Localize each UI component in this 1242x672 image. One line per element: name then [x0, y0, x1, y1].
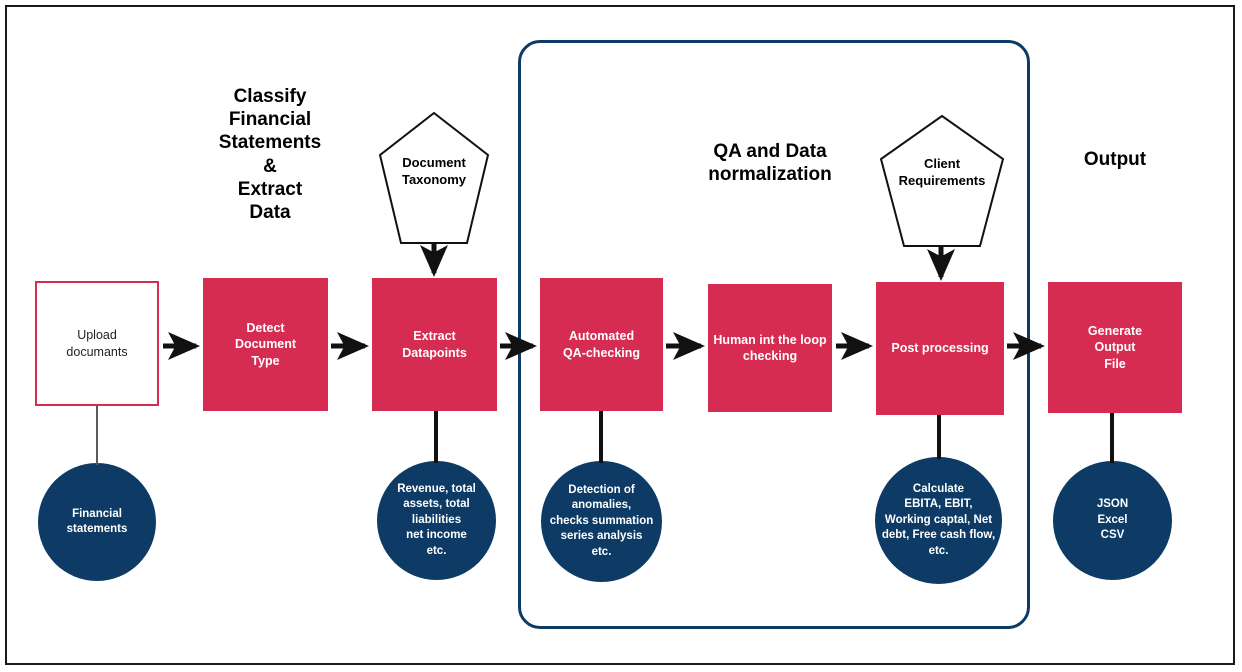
artifact-extracted-datapoints[interactable]: Revenue, total assets, total liabilities… — [377, 461, 496, 580]
artifact-financial-statements[interactable]: Financial statements — [38, 463, 156, 581]
process-generate-output-file[interactable]: Generate Output File — [1048, 282, 1182, 413]
artifact-output-formats[interactable]: JSON Excel CSV — [1053, 461, 1172, 580]
process-human-in-the-loop-checking[interactable]: Human int the loop checking — [708, 284, 832, 412]
section-title-qa-normalization: QA and Data normalization — [708, 141, 832, 186]
input-document-taxonomy: Document Taxonomy — [377, 110, 491, 247]
input-client-requirements-label: Client Requirements — [898, 156, 986, 188]
process-post-processing[interactable]: Post processing — [876, 282, 1004, 415]
process-upload-documents[interactable]: Upload documants — [35, 281, 159, 406]
section-title-output: Output — [1083, 149, 1147, 170]
artifact-calculated-metrics[interactable]: Calculate EBITA, EBIT, Working captal, N… — [875, 457, 1002, 584]
process-extract-datapoints[interactable]: Extract Datapoints — [372, 278, 497, 411]
section-title-classify: Classify Financial Statements & Extract … — [218, 86, 322, 223]
artifact-qa-results[interactable]: Detection of anomalies, checks summation… — [541, 461, 662, 582]
input-client-requirements: Client Requirements — [878, 113, 1006, 250]
process-detect-document-type[interactable]: Detect Document Type — [203, 278, 328, 411]
input-document-taxonomy-label: Document Taxonomy — [401, 155, 467, 187]
process-automated-qa-checking[interactable]: Automated QA-checking — [540, 278, 663, 411]
